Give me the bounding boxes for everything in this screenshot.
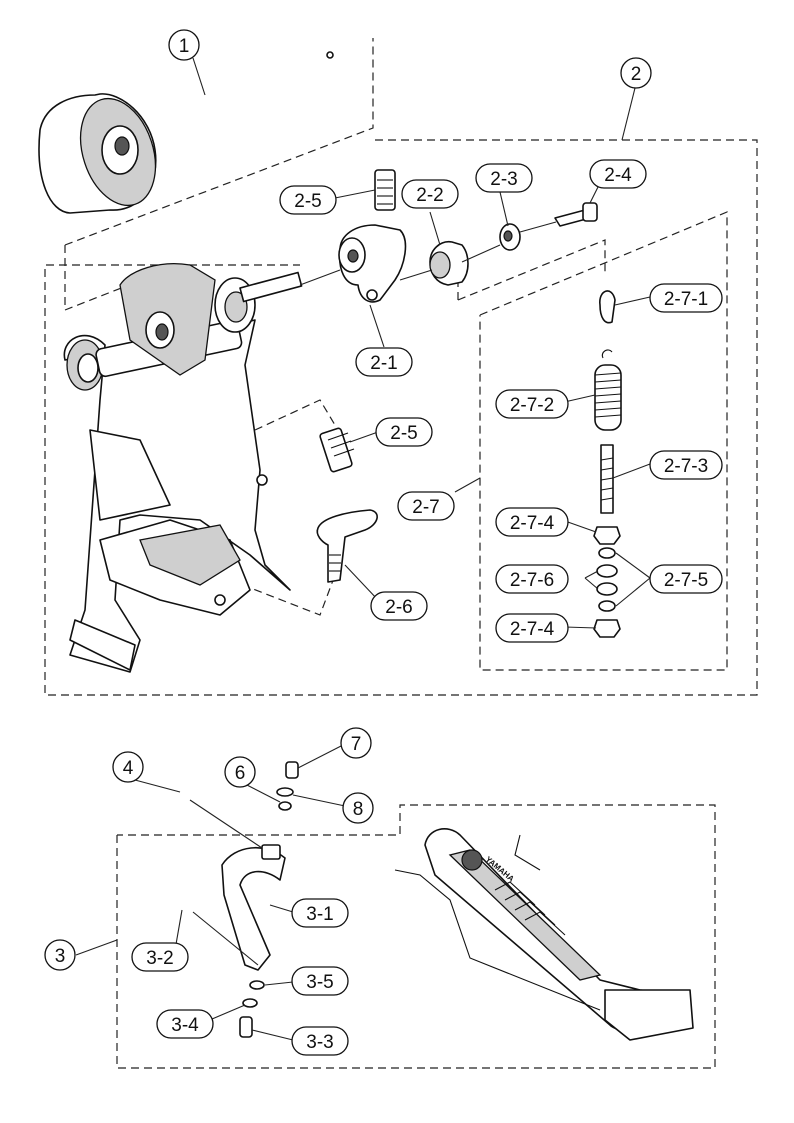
pedal-frame (63, 263, 303, 673)
spring-assembly (593, 290, 622, 638)
callout-3-2: 3-2 (131, 942, 189, 972)
callout-3-5: 3-5 (291, 966, 349, 996)
callout-2-4: 2-4 (589, 159, 647, 189)
svg-text:2-2: 2-2 (416, 185, 443, 206)
svg-text:2-7-1: 2-7-1 (664, 289, 708, 310)
screw-2-5-lead (254, 399, 336, 431)
callout-6: 6 (224, 756, 256, 788)
svg-text:6: 6 (235, 763, 246, 784)
svg-text:2-7-3: 2-7-3 (664, 456, 708, 477)
callout-2-7-3: 2-7-3 (649, 450, 723, 480)
screw-2-6-lead (229, 574, 336, 616)
callout-2-7: 2-7 (397, 491, 455, 521)
assembly-3-boundary (116, 804, 716, 1069)
svg-text:3-2: 3-2 (146, 948, 173, 969)
callout-2-7-2: 2-7-2 (495, 389, 569, 419)
assembly-2-boundary (44, 139, 758, 696)
callout-leaders (75, 57, 651, 1041)
callout-3-3: 3-3 (291, 1026, 349, 1056)
t-bolt-2-6 (316, 509, 378, 583)
callout-4: 4 (112, 751, 144, 783)
svg-text:2-1: 2-1 (370, 353, 397, 374)
svg-text:2-5: 2-5 (294, 191, 321, 212)
beater (38, 51, 334, 214)
callout-2-6: 2-6 (370, 591, 428, 621)
set-screw-2-5 (319, 427, 355, 473)
callout-3-1: 3-1 (291, 898, 349, 928)
callout-2-3: 2-3 (475, 163, 533, 193)
beater-lead-line (64, 38, 374, 246)
callout-2-7-4-lower: 2-7-4 (495, 613, 569, 643)
svg-text:7: 7 (351, 734, 362, 755)
hub-bolt-lead (457, 239, 606, 301)
svg-text:2-7-4: 2-7-4 (510, 513, 555, 534)
callout-2-5-lower: 2-5 (375, 417, 433, 447)
svg-text:3: 3 (55, 946, 66, 967)
svg-text:3-3: 3-3 (306, 1032, 333, 1053)
svg-text:3-5: 3-5 (306, 972, 333, 993)
strap-assembly (189, 761, 299, 1038)
callout-7: 7 (340, 727, 372, 759)
callout-3: 3 (44, 939, 76, 971)
callout-8: 8 (342, 792, 374, 824)
callout-2-7-5: 2-7-5 (649, 564, 723, 594)
callout-labels: 1 2 3 4 6 7 8 2-1 (44, 29, 723, 1056)
callout-2-1: 2-1 (355, 347, 413, 377)
svg-text:2-4: 2-4 (604, 165, 632, 186)
group-boundaries (44, 38, 758, 1069)
svg-text:1: 1 (179, 36, 190, 57)
callout-2-7-1: 2-7-1 (649, 283, 723, 313)
callout-2-5-upper: 2-5 (279, 185, 337, 215)
svg-text:8: 8 (353, 799, 364, 820)
callout-1: 1 (168, 29, 200, 61)
svg-text:2-7-6: 2-7-6 (510, 570, 554, 591)
svg-text:2-7-5: 2-7-5 (664, 570, 708, 591)
svg-text:2-7-4: 2-7-4 (510, 619, 555, 640)
footboard: YAMAHA (394, 828, 694, 1041)
svg-text:3-4: 3-4 (171, 1015, 199, 1036)
callout-2-7-4-upper: 2-7-4 (495, 507, 569, 537)
svg-text:2: 2 (631, 64, 642, 85)
hub-assembly (299, 169, 598, 303)
callout-2-7-6: 2-7-6 (495, 564, 569, 594)
svg-text:2-7-2: 2-7-2 (510, 395, 554, 416)
svg-text:2-6: 2-6 (385, 597, 412, 618)
svg-text:4: 4 (123, 758, 134, 779)
svg-text:2-7: 2-7 (412, 497, 439, 518)
svg-text:2-5: 2-5 (390, 423, 417, 444)
callout-2-2: 2-2 (401, 179, 459, 209)
svg-text:2-3: 2-3 (490, 169, 517, 190)
callout-3-4: 3-4 (156, 1009, 214, 1039)
callout-2: 2 (620, 57, 652, 89)
svg-text:3-1: 3-1 (306, 904, 333, 925)
